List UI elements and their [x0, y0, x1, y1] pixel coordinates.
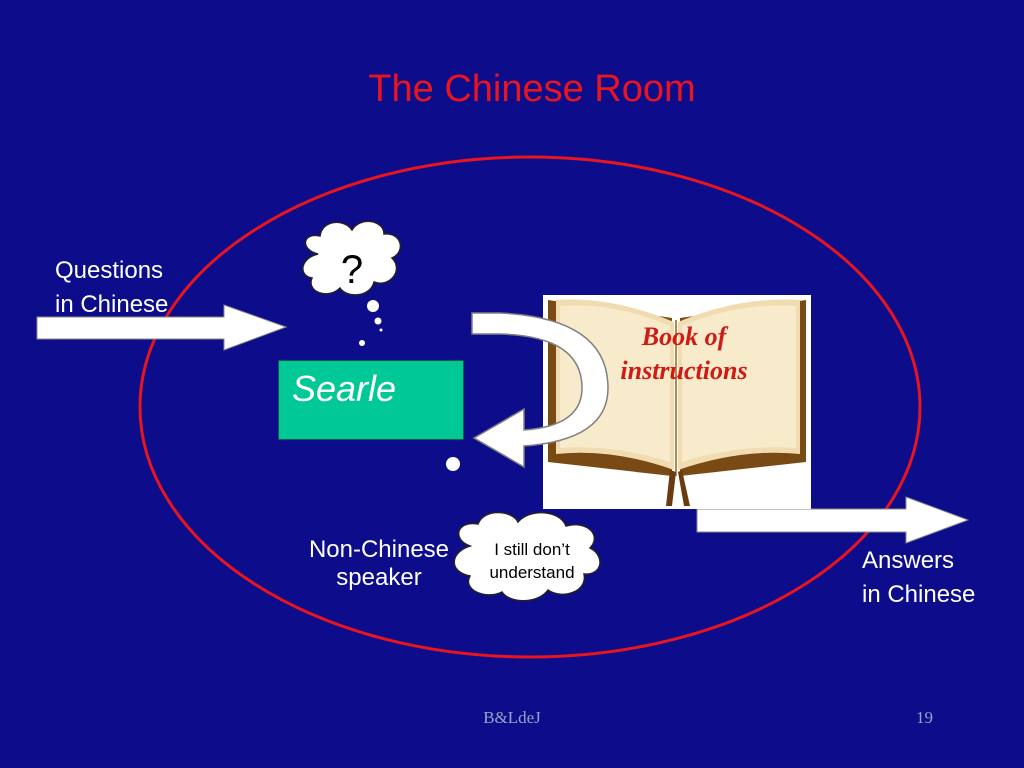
- slide-title: The Chinese Room: [368, 68, 696, 110]
- curved-arrow-icon: [471, 312, 609, 469]
- speech-line2: understand: [489, 563, 575, 582]
- output-label-line2: in Chinese: [862, 581, 976, 608]
- input-label-line1: Questions: [55, 257, 164, 284]
- person-caption-line1: Non-Chinese: [308, 536, 450, 563]
- speech-cloud-icon: [453, 511, 601, 602]
- output-arrow-icon: [696, 496, 970, 544]
- speech-line1: I still don’t: [494, 540, 570, 559]
- output-label-line1: Answers: [862, 547, 955, 574]
- page-number: 19: [916, 708, 933, 727]
- book-label-line1: Book of: [641, 322, 727, 351]
- thought-dot-icon: [446, 457, 460, 471]
- thought-cloud-icon: [302, 220, 402, 346]
- person-caption-line2: speaker: [336, 564, 422, 591]
- thought-question-mark: ?: [340, 248, 364, 292]
- slide-footer: B&LdeJ: [483, 708, 541, 727]
- input-arrow-icon: [36, 304, 288, 351]
- book-label: Book of instructions: [594, 320, 774, 388]
- input-label: Questions in Chinese: [55, 254, 168, 322]
- speech-text: I still don’t understand: [470, 538, 594, 584]
- output-label: Answers in Chinese: [862, 544, 975, 612]
- person-box: [278, 360, 464, 440]
- person-name: Searle: [292, 368, 397, 409]
- book-label-line2: instructions: [620, 356, 748, 385]
- person-caption: Non-Chinese speaker: [284, 536, 474, 592]
- room-boundary: [138, 155, 922, 659]
- input-label-line2: in Chinese: [55, 291, 169, 318]
